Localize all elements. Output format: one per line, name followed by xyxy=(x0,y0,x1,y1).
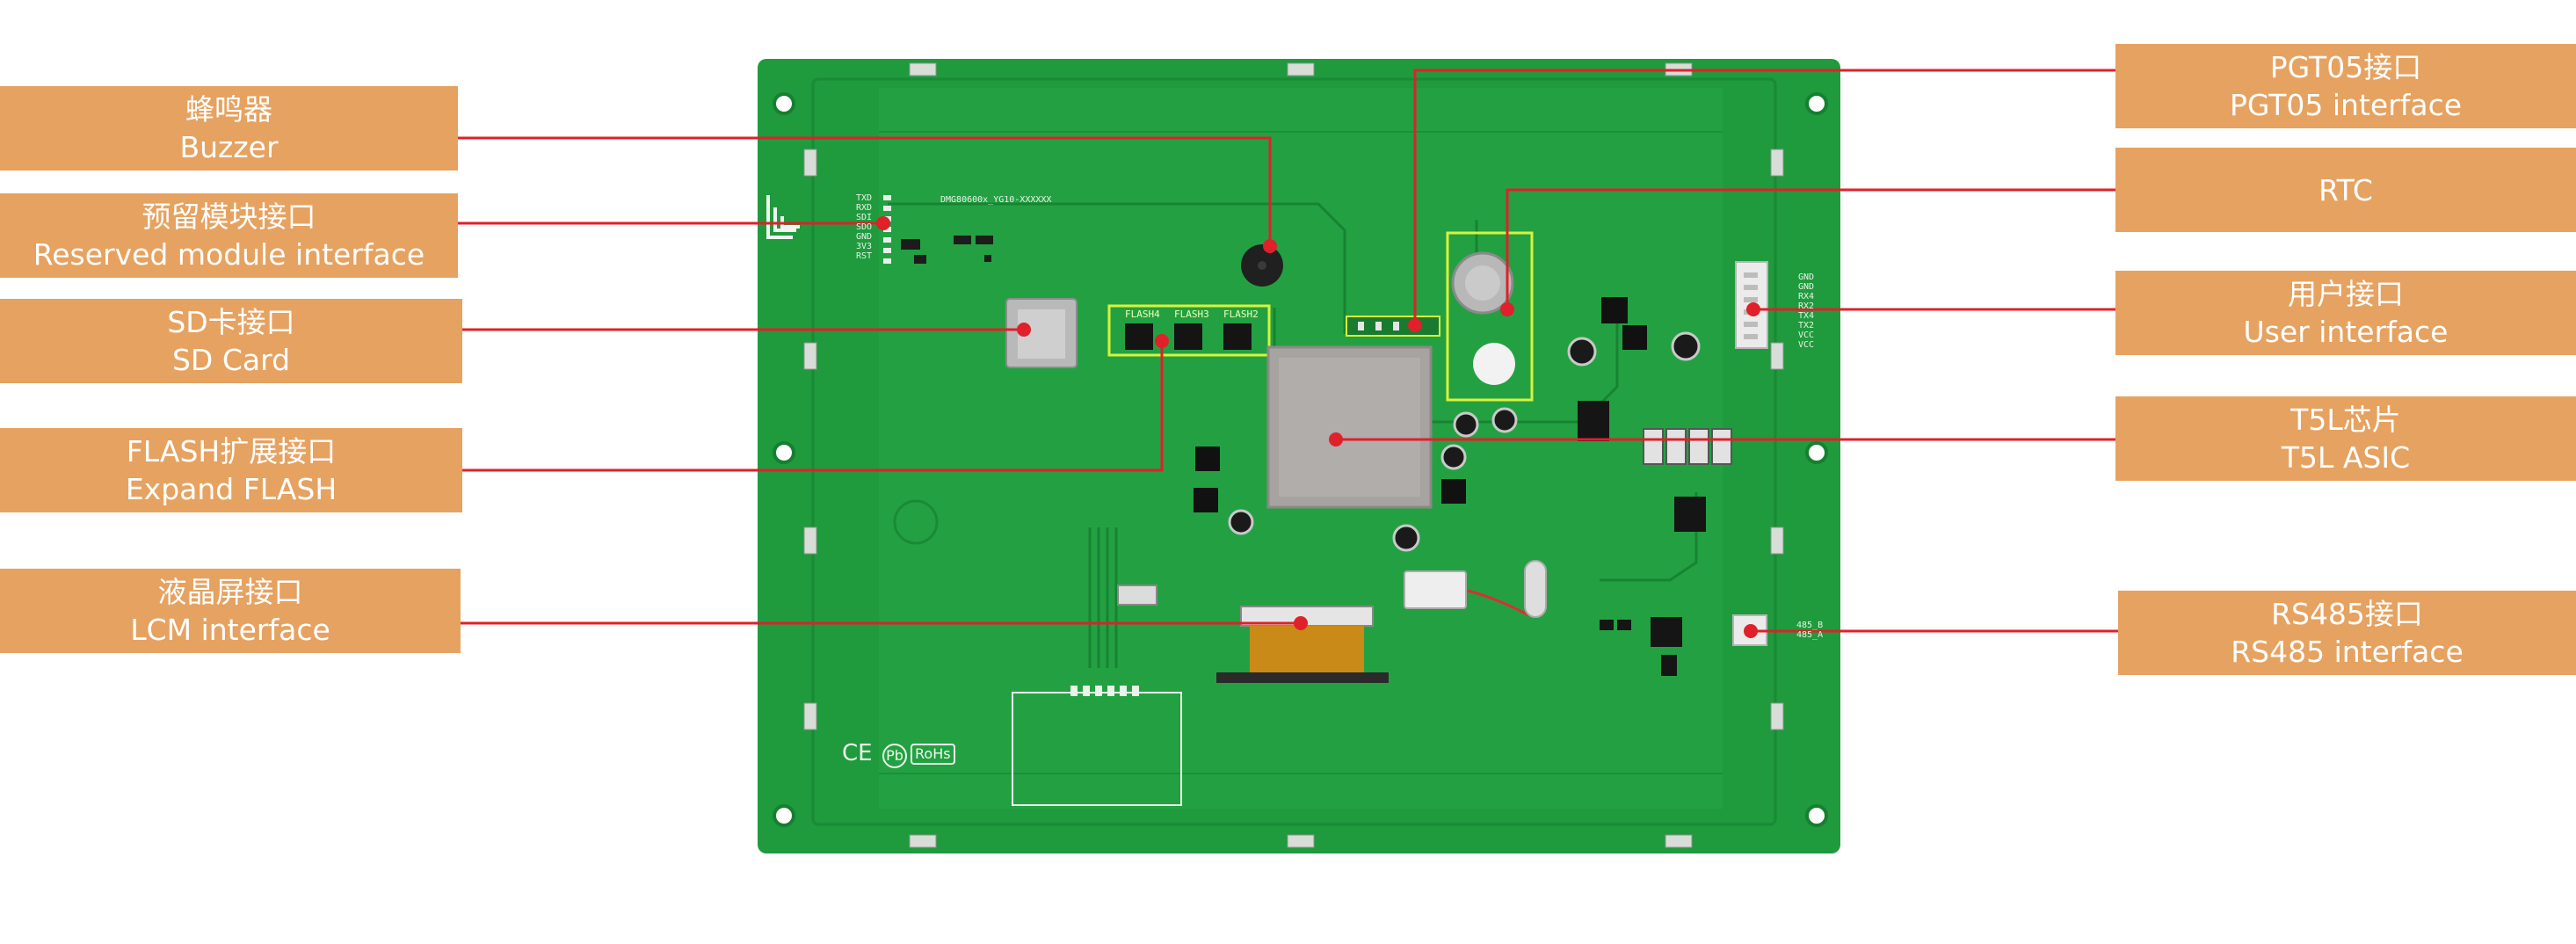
callout-en: SD Card xyxy=(171,343,291,377)
flash-highlight-box xyxy=(1107,304,1271,357)
power-connector xyxy=(1404,570,1467,609)
small-smd-parts xyxy=(901,236,993,264)
callout-en: Expand FLASH xyxy=(125,472,337,506)
pcb-inner-frame xyxy=(811,77,1777,826)
callout-en: LCM interface xyxy=(130,613,330,647)
callout-en: RS485 interface xyxy=(2231,635,2464,669)
callout-sd-card: SD卡接口 SD Card xyxy=(0,299,462,383)
resistor-arrays xyxy=(1643,428,1732,465)
leader-line-rtc xyxy=(1506,188,2115,309)
callout-en: T5L ASIC xyxy=(2281,440,2411,475)
mounting-hole xyxy=(773,441,795,464)
callout-flash: FLASH扩展接口 Expand FLASH xyxy=(0,428,462,512)
callout-zh: T5L芯片 xyxy=(2290,403,2401,437)
capacitors xyxy=(1228,331,1701,552)
mounting-hole xyxy=(1805,804,1828,827)
leader-lines xyxy=(458,69,2118,633)
mounting-hole xyxy=(773,92,795,115)
mounting-holes xyxy=(773,92,1828,827)
leader-endpoints xyxy=(876,216,1760,638)
brand-logo-icon xyxy=(766,195,800,239)
callout-en: PGT05 interface xyxy=(2229,88,2463,122)
callout-reserved-module: 预留模块接口 Reserved module interface xyxy=(0,193,458,278)
leader-line-pgt05 xyxy=(1413,69,2115,325)
edge-clips xyxy=(803,62,1784,848)
small-fpc-connector xyxy=(1117,585,1157,606)
leader-line-buzzer xyxy=(458,136,1272,246)
callout-zh: 预留模块接口 xyxy=(141,200,316,234)
callout-zh: RS485接口 xyxy=(2271,597,2423,631)
callout-en: Reserved module interface xyxy=(33,237,425,272)
callout-t5l-asic: T5L芯片 T5L ASIC xyxy=(2115,396,2576,481)
smd-ics xyxy=(1578,401,1706,676)
mounting-hole xyxy=(773,804,795,827)
callout-zh: FLASH扩展接口 xyxy=(126,434,337,468)
callout-rtc: RTC xyxy=(2115,148,2576,232)
callout-zh: 用户接口 xyxy=(2288,277,2404,311)
callout-zh: SD卡接口 xyxy=(167,305,295,339)
callout-zh: RTC xyxy=(2318,172,2373,207)
callout-lcm: 液晶屏接口 LCM interface xyxy=(0,569,461,653)
inductors xyxy=(1194,297,1647,512)
callout-en: User interface xyxy=(2243,315,2449,349)
callout-zh: 蜂鸣器 xyxy=(185,92,272,127)
callout-pgt05: PGT05接口 PGT05 interface xyxy=(2115,44,2576,128)
lcm-flex-cable xyxy=(1250,626,1364,677)
leader-line-flash xyxy=(462,341,1164,472)
callout-zh: 液晶屏接口 xyxy=(157,575,303,609)
flash-chips xyxy=(1125,323,1252,350)
callout-rs485: RS485接口 RS485 interface xyxy=(2118,591,2576,675)
callout-zh: PGT05接口 xyxy=(2269,50,2422,84)
callout-user-interface: 用户接口 User interface xyxy=(2115,271,2576,355)
rtc-crystal xyxy=(1473,343,1515,385)
mounting-hole xyxy=(1805,92,1828,115)
callout-en: Buzzer xyxy=(179,130,279,164)
rtc-highlight-box xyxy=(1446,231,1534,402)
mounting-hole xyxy=(1805,441,1828,464)
callout-buzzer: 蜂鸣器 Buzzer xyxy=(0,86,458,171)
